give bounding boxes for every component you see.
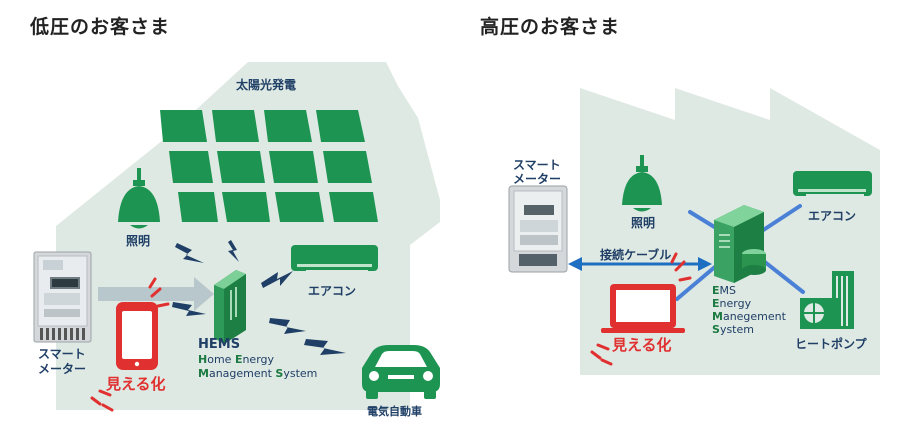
aircon-icon	[793, 171, 872, 196]
right-section-title: 高圧のお客さま	[480, 16, 621, 38]
aircon-label: エアコン	[308, 284, 357, 298]
laptop-icon	[601, 284, 685, 333]
visualization-label: 見える化	[612, 336, 672, 354]
signal-bolt-icons	[172, 240, 346, 355]
heat-pump-icon	[800, 271, 854, 329]
cable-label: 接続ケーブル	[600, 248, 672, 262]
hems-rest-e: nergy	[242, 353, 275, 366]
visualization-label: 見える化	[106, 375, 166, 393]
ems-rest: ystem	[719, 323, 754, 336]
meter-label-line2: メーター	[38, 362, 87, 376]
heat-pump-label: ヒートポンプ	[795, 337, 867, 351]
ems-line-2: Energy	[712, 297, 786, 310]
ems-line-3: Manegement	[712, 310, 786, 323]
hems-cap-h: H	[198, 353, 208, 366]
alert-marks-icon	[590, 252, 692, 366]
smart-meter-icon	[508, 185, 568, 273]
ev-label: 電気自動車	[367, 405, 422, 418]
meter-label-line2: メーター	[513, 172, 562, 186]
ems-line-4: System	[712, 323, 786, 336]
ems-cap: S	[712, 323, 720, 336]
solar-panel-array	[160, 110, 378, 222]
flow-arrow-icon	[98, 277, 214, 311]
aircon-label: エアコン	[808, 209, 857, 223]
light-icon	[622, 155, 662, 212]
hems-title: HEMS	[198, 337, 241, 352]
light-label: 照明	[126, 234, 151, 248]
hems-rest-s: ystem	[283, 367, 318, 380]
aircon-icon	[291, 245, 378, 272]
hems-subtitle-line1: Home Energy	[198, 353, 274, 366]
ems-cap: E	[712, 284, 720, 297]
hems-cap-m: M	[198, 367, 209, 380]
ems-cap: M	[712, 310, 723, 323]
light-icon	[118, 168, 160, 229]
ems-label-block: EMS Energy Manegement System	[712, 284, 786, 336]
hems-device-icon	[214, 270, 246, 344]
ems-line-1: EMS	[712, 284, 786, 297]
tablet-icon	[116, 302, 158, 370]
left-section-title: 低圧のお客さま	[30, 16, 171, 38]
ems-rest: anegement	[722, 310, 786, 323]
smart-meter-icon	[33, 251, 92, 343]
ems-rest: nergy	[719, 297, 752, 310]
hems-rest-m: anagement	[208, 367, 276, 380]
alert-marks-icon	[90, 277, 170, 412]
meter-label-line1: スマート	[513, 158, 561, 172]
hems-cap-s: S	[275, 367, 284, 380]
ems-rest: MS	[719, 284, 736, 297]
hems-cap-e: E	[234, 353, 243, 366]
ems-server-icon	[714, 205, 766, 283]
hems-subtitle-line2: Management System	[198, 367, 317, 380]
electric-car-icon	[362, 345, 440, 399]
light-label: 照明	[631, 216, 656, 230]
solar-label: 太陽光発電	[236, 78, 297, 92]
ems-cap: E	[712, 297, 720, 310]
hems-rest-h: ome	[207, 353, 235, 366]
meter-label-line1: スマート	[38, 347, 86, 361]
